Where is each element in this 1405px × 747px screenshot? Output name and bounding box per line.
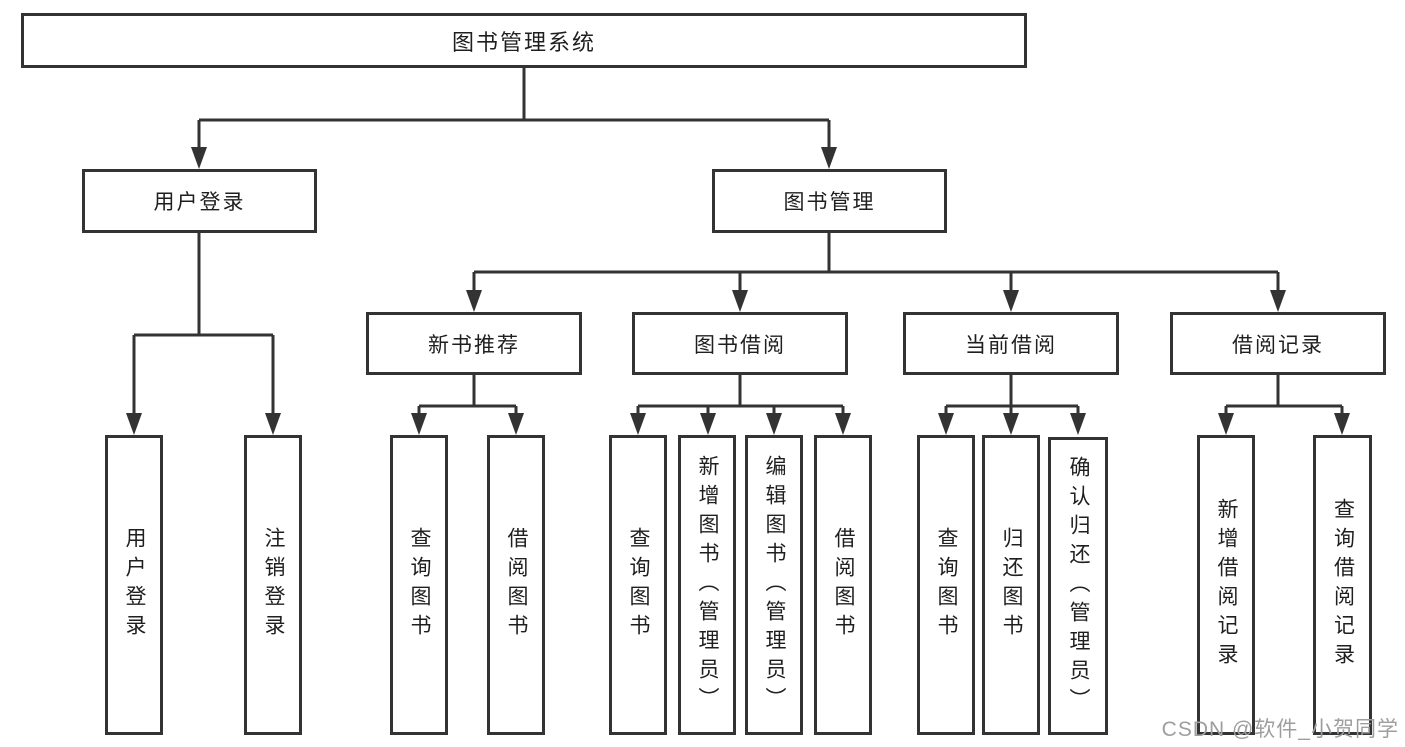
node-new-book-recommend: 新书推荐: [366, 312, 582, 375]
leaf-bb-query-books: 查询图书: [609, 435, 667, 735]
arrow-down-icon: [700, 413, 716, 435]
leaf-bb-add-books-admin: 新增图书（管理员）: [678, 435, 736, 735]
arrow-down-icon: [126, 413, 142, 435]
leaf-nbr-borrow-books: 借阅图书: [487, 435, 545, 735]
leaf-cb-confirm-return-admin: 确认归还（管理员）: [1048, 437, 1108, 735]
arrow-down-icon: [191, 147, 207, 169]
arrow-down-icon: [1003, 290, 1019, 312]
node-book-management: 图书管理: [712, 169, 947, 233]
leaf-nbr-query-books: 查询图书: [390, 435, 448, 735]
leaf-bb-borrow-books: 借阅图书: [814, 435, 872, 735]
node-root: 图书管理系统: [21, 13, 1027, 68]
arrow-down-icon: [466, 290, 482, 312]
node-user-login: 用户登录: [82, 169, 317, 233]
leaf-logout: 注销登录: [244, 435, 302, 735]
arrow-down-icon: [1070, 413, 1086, 435]
arrow-down-icon: [1334, 413, 1350, 435]
leaf-user-login: 用户登录: [105, 435, 163, 735]
arrow-down-icon: [938, 413, 954, 435]
arrow-down-icon: [1003, 413, 1019, 435]
arrow-down-icon: [732, 290, 748, 312]
watermark: CSDN @软件_小贺同学: [1161, 718, 1399, 741]
arrow-down-icon: [835, 413, 851, 435]
connector-borrowing-records-children: [1224, 375, 1344, 414]
node-borrowing-records: 借阅记录: [1170, 312, 1386, 375]
leaf-cb-return-books: 归还图书: [982, 435, 1040, 735]
arrow-down-icon: [508, 413, 524, 435]
leaf-br-query-borrow-record: 查询借阅记录: [1313, 435, 1372, 735]
arrow-down-icon: [1218, 413, 1234, 435]
leaf-br-add-borrow-record: 新增借阅记录: [1197, 435, 1255, 735]
arrow-down-icon: [411, 413, 427, 435]
node-book-borrowing: 图书借阅: [632, 312, 848, 375]
connector-user-login-children: [132, 233, 275, 414]
arrow-down-icon: [1270, 290, 1286, 312]
connector-book-borrowing-children: [636, 375, 845, 414]
connector-new-book-recommend-children: [417, 375, 518, 414]
arrow-down-icon: [630, 413, 646, 435]
arrow-down-icon: [821, 147, 837, 169]
arrow-down-icon: [265, 413, 281, 435]
node-current-borrowing: 当前借阅: [903, 312, 1119, 375]
connector-book-management-children: [472, 233, 1280, 291]
leaf-cb-query-books: 查询图书: [917, 435, 975, 735]
connector-root-to-level2: [197, 68, 831, 148]
leaf-bb-edit-books-admin: 编辑图书（管理员）: [745, 435, 803, 735]
arrow-down-icon: [766, 413, 782, 435]
connector-current-borrowing-children: [944, 375, 1080, 414]
